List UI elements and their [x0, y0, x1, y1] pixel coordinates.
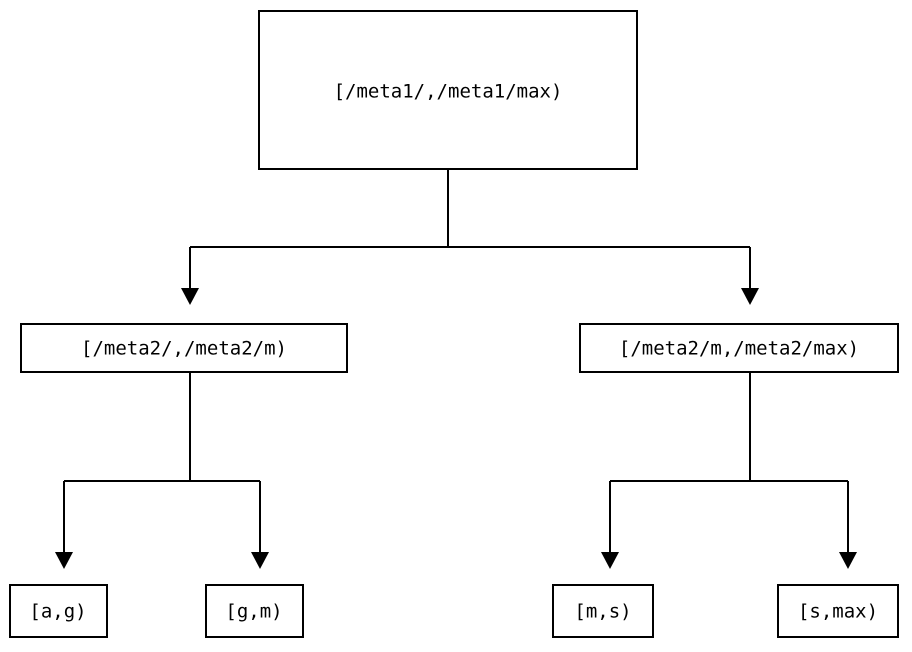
node-leaf-4[interactable]: [s,max)	[777, 584, 899, 638]
node-root[interactable]: [/meta1/,/meta1/max)	[258, 10, 638, 170]
node-root-label: [/meta1/,/meta1/max)	[334, 81, 563, 103]
node-mid-right-label: [/meta2/m,/meta2/max)	[619, 338, 859, 360]
node-root-box[interactable]	[258, 10, 638, 170]
arrow-head-mid-right-to-leaf-4	[839, 552, 857, 569]
node-leaf-4-box[interactable]	[777, 584, 899, 638]
node-mid-right-box[interactable]	[579, 323, 899, 373]
arrow-head-mid-left-to-leaf-1	[55, 552, 73, 569]
node-leaf-2-box[interactable]	[205, 584, 304, 638]
node-leaf-2-label: [g,m)	[225, 601, 282, 623]
node-leaf-1-label: [a,g)	[29, 601, 86, 623]
node-mid-left-label: [/meta2/,/meta2/m)	[81, 338, 287, 360]
node-mid-left-box[interactable]	[20, 323, 348, 373]
arrow-head-mid-right-to-leaf-3	[601, 552, 619, 569]
node-leaf-1[interactable]: [a,g)	[9, 584, 108, 638]
node-leaf-3[interactable]: [m,s)	[552, 584, 654, 638]
edge-mid-right-to-leaves-group	[601, 372, 857, 569]
arrow-head-mid-left-to-leaf-2	[251, 552, 269, 569]
node-leaf-3-label: [m,s)	[574, 601, 631, 623]
node-leaf-4-label: [s,max)	[798, 601, 878, 623]
arrow-head-root-to-mid-right	[741, 288, 759, 305]
arrow-head-root-to-mid-left	[181, 288, 199, 305]
node-mid-right[interactable]: [/meta2/m,/meta2/max)	[579, 323, 899, 373]
edge-root-to-mid-group	[181, 169, 759, 305]
edge-mid-left-to-leaves-group	[55, 372, 269, 569]
node-leaf-2[interactable]: [g,m)	[205, 584, 304, 638]
node-mid-left[interactable]: [/meta2/,/meta2/m)	[20, 323, 348, 373]
node-leaf-1-box[interactable]	[9, 584, 108, 638]
node-leaf-3-box[interactable]	[552, 584, 654, 638]
